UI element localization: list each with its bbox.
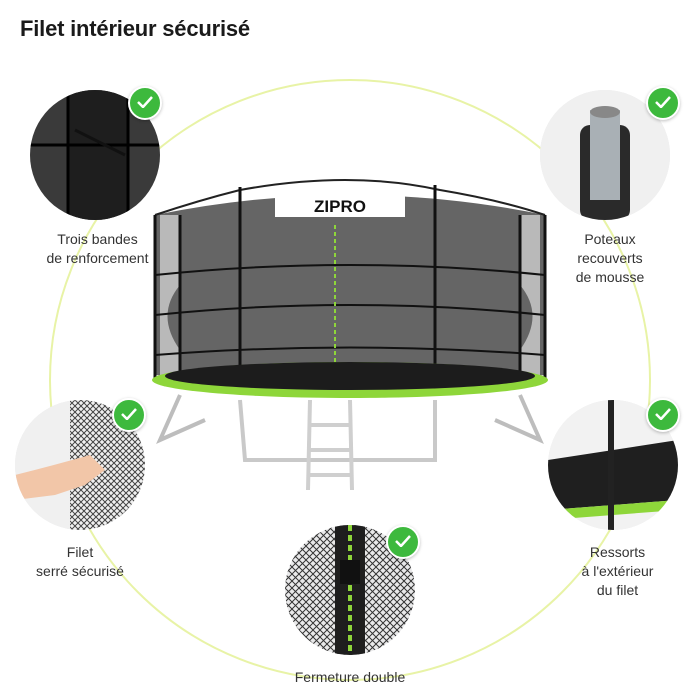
check-icon [386,525,420,559]
feature-label-poles: Poteaux recouverts de mousse [575,231,645,285]
feature-label-springs: Ressorts à l'extérieur du filet [581,544,654,598]
feature-label-mesh: Filet serré sécurisé [36,544,124,579]
check-icon [646,398,680,432]
feature-label-bands: Trois bandes de renforcement [46,231,149,266]
check-icon [646,86,680,120]
page-title: Filet intérieur sécurisé [20,16,250,41]
feature-label-zipper: Fermeture double [294,669,406,685]
check-icon [128,86,162,120]
brand-logo: ZIPRO [314,197,366,216]
feature-image-mesh [15,400,145,530]
check-icon [112,398,146,432]
trampoline-image: ZIPRO [152,179,548,491]
